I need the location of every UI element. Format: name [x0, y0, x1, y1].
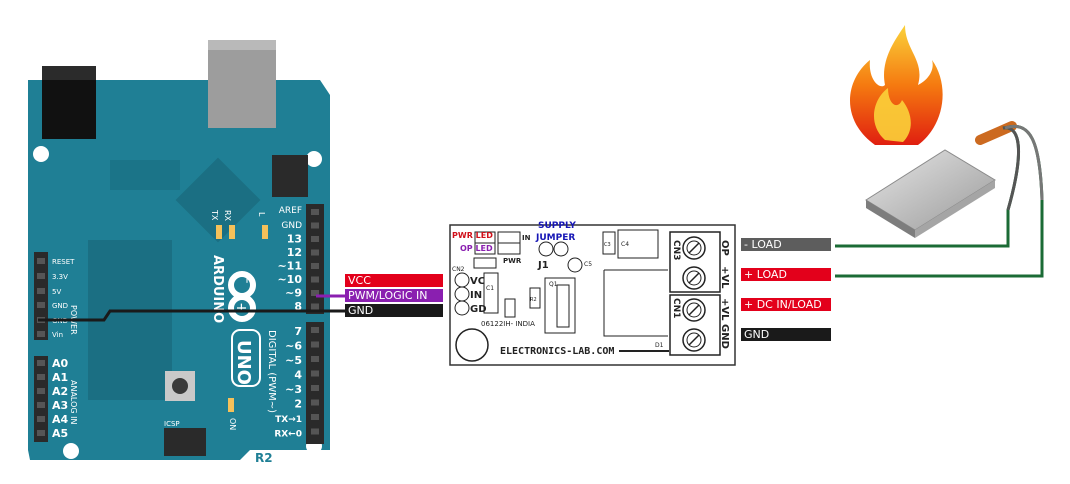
- l-led: [262, 225, 268, 239]
- usb-port: [208, 40, 276, 128]
- pos-load-label: + LOAD: [741, 268, 831, 281]
- icsp-label: ICSP: [164, 420, 180, 428]
- digital-pin-label: ~10: [277, 273, 302, 286]
- j1-label: J1: [537, 260, 549, 271]
- terminal-screw: [682, 266, 706, 290]
- on-label: ON: [228, 418, 237, 430]
- terminal-screw: [682, 236, 706, 260]
- analog-label: ANALOG IN: [69, 380, 78, 425]
- rx-led: [229, 225, 235, 239]
- code-label: 06122IH- INDIA: [481, 320, 535, 328]
- rx-label: RX: [223, 210, 232, 222]
- on-led: [228, 398, 234, 412]
- gnd-right-label: GND: [741, 328, 831, 341]
- icsp-header-bottom: [164, 428, 206, 456]
- r2-label: R2: [530, 297, 537, 303]
- digital-pin-label: 13: [287, 233, 302, 246]
- arduino-logo: [228, 271, 256, 322]
- c4-label: C4: [621, 241, 629, 248]
- power-pin-label: RESET: [52, 258, 75, 266]
- supply-label: SUPPLY: [538, 221, 576, 231]
- q1-label: Q1: [549, 281, 558, 288]
- board-hole: [455, 328, 489, 362]
- neg-load-label: - LOAD: [741, 238, 831, 251]
- digital-pin-label: 8: [294, 300, 302, 313]
- c3-label: C3: [604, 242, 611, 248]
- tx-label: TX: [210, 209, 219, 221]
- arduino-brand: ARDUINO: [210, 255, 225, 323]
- icsp-header-top: [272, 155, 308, 197]
- digital-pin-label: ~3: [285, 383, 302, 396]
- analog-pin-label: A3: [52, 399, 68, 412]
- power-pin-label: Vin: [52, 331, 63, 339]
- analog-pin-label: A0: [52, 357, 69, 370]
- digital-pin-label: 12: [287, 246, 302, 259]
- in-pin-label: IN: [470, 290, 482, 301]
- gnd-label: GND: [345, 304, 443, 317]
- gnd-board-label: GND: [719, 324, 730, 349]
- pwr-led-label: PWR LED: [452, 231, 493, 240]
- vc-label: VC: [470, 276, 485, 287]
- tx-led: [216, 225, 222, 239]
- digital-pin-label: ~11: [277, 260, 302, 273]
- flame-icon: [850, 25, 943, 145]
- in-label: IN: [522, 234, 531, 242]
- dc-in-label: + DC IN/LOAD: [741, 298, 831, 311]
- jumper-label: JUMPER: [535, 233, 575, 243]
- power-pin-label: 3.3V: [52, 273, 68, 281]
- arduino-wires: [38, 294, 345, 322]
- aref-label: AREF: [279, 206, 302, 216]
- digital-label: DIGITAL (PWM~): [266, 330, 277, 413]
- op-label: OP: [719, 240, 730, 256]
- analog-pin-label: A2: [52, 385, 68, 398]
- analog-pin-label: A4: [52, 413, 69, 426]
- svg-text:+: +: [233, 302, 249, 314]
- digital-pin-label: 4: [294, 369, 302, 382]
- analog-pin-label: A5: [52, 427, 68, 440]
- terminal-screw: [682, 328, 706, 352]
- digital-pin-label: 2: [294, 398, 302, 411]
- vl2-label: +VL: [719, 298, 730, 321]
- site-label: ELECTRONICS-LAB.COM: [500, 346, 614, 357]
- pwr-label: PWR: [503, 257, 522, 265]
- digital-pin-label: ~5: [285, 354, 302, 367]
- arduino-model: UNO: [233, 340, 254, 385]
- digital-pin-label: ~6: [285, 340, 302, 353]
- vl-label: +VL: [719, 266, 730, 289]
- power-pin-label: GND: [52, 302, 68, 310]
- cn3-label: CN3: [671, 240, 681, 260]
- pwm-label: PWM/LOGIC IN: [345, 289, 443, 302]
- digital-pin-label: RX←0: [274, 430, 302, 440]
- digital-pin-label: TX→1: [275, 415, 302, 425]
- cn2-label: CN2: [452, 266, 465, 273]
- heater-wires: [835, 124, 1044, 278]
- cn1-label: CN1: [671, 298, 681, 318]
- arduino-revision: R2: [255, 451, 273, 465]
- c1-label: C1: [486, 285, 494, 292]
- gnd-wire: [38, 309, 345, 322]
- gnd-top-label: GND: [281, 221, 302, 231]
- d1-label: D1: [655, 342, 664, 349]
- vcc-label: VCC: [345, 274, 443, 287]
- digital-pin-label: 7: [294, 325, 302, 338]
- power-pin-label: 5V: [52, 288, 61, 296]
- op-led-label: OP LED: [460, 244, 493, 253]
- terminal-screw: [682, 298, 706, 322]
- l-label: L: [257, 212, 266, 217]
- svg-text:–: –: [239, 277, 255, 284]
- gd-label: GD: [470, 304, 487, 315]
- analog-pin-label: A1: [52, 371, 68, 384]
- digital-pin-label: ~9: [285, 287, 302, 300]
- driver-board: SUPPLY JUMPER PWR LED OP LED IN PWR J1 C…: [449, 221, 736, 366]
- c5-label: C5: [584, 261, 592, 268]
